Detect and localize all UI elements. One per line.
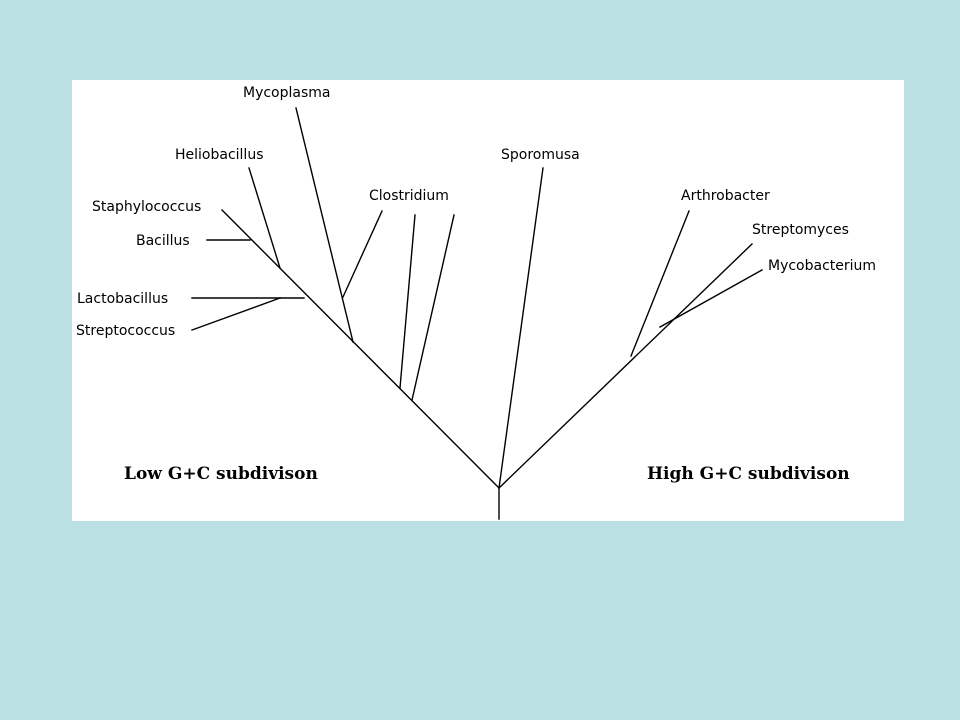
branch-clostridium-1 (411, 214, 455, 401)
label-heliobacillus: Heliobacillus (175, 147, 263, 163)
label-mycoplasma: Mycoplasma (243, 85, 331, 101)
branch-low-gc-main (221, 209, 500, 489)
diagram-panel (72, 80, 904, 521)
branch-clostridium-3 (342, 210, 383, 298)
label-sporomusa: Sporomusa (501, 147, 580, 163)
branch-mycoplasma (295, 107, 354, 343)
branch-sporomusa (498, 167, 544, 489)
label-mycobacterium: Mycobacterium (768, 258, 876, 274)
branch-clostridium-2 (399, 214, 416, 389)
branch-streptococcus (191, 297, 281, 331)
branch-high-gc-main (498, 243, 753, 489)
label-streptomyces: Streptomyces (752, 222, 849, 238)
label-low-gc-subdivision: Low G+C subdivison (124, 464, 318, 484)
branch-mycobacterium (659, 269, 763, 328)
label-arthrobacter: Arthrobacter (681, 188, 770, 204)
branch-arthrobacter (630, 210, 690, 357)
label-lactobacillus: Lactobacillus (77, 291, 168, 307)
label-high-gc-subdivision: High G+C subdivison (647, 464, 850, 484)
label-staphylococcus: Staphylococcus (92, 199, 201, 215)
label-streptococcus: Streptococcus (76, 323, 175, 339)
label-clostridium: Clostridium (369, 188, 449, 204)
label-bacillus: Bacillus (136, 233, 190, 249)
branch-heliobacillus (248, 167, 281, 269)
